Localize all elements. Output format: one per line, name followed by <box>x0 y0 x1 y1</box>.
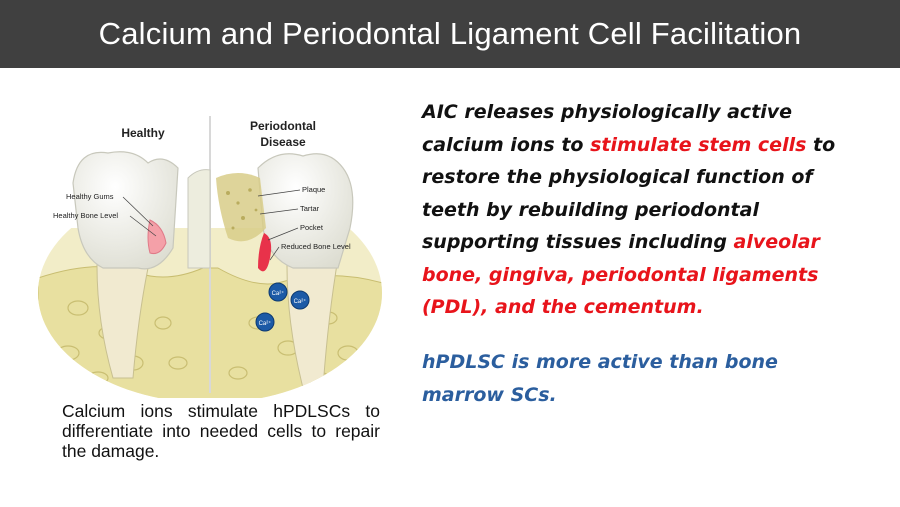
tartar-dots <box>226 188 258 230</box>
label-pocket: Pocket <box>300 223 324 232</box>
calcium-ion-3 <box>255 312 275 332</box>
main-text-part2: to restore the physiological function of… <box>422 133 836 254</box>
calcium-ion-1 <box>268 282 288 302</box>
plaque-deposit <box>216 173 266 242</box>
main-text-highlight1: stimulate stem cells <box>590 133 807 156</box>
leader-pocket <box>267 227 299 241</box>
periodontal-diagram-svg: Ca²⁺ Ca²⁺ Ca²⁺ Healthy Periodontal Disea… <box>38 116 382 398</box>
leader-tartar <box>259 208 299 215</box>
label-healthy-gums: Healthy Gums <box>66 192 114 201</box>
label-disease-line1: Periodontal <box>250 119 316 133</box>
tooth-diseased <box>257 153 354 269</box>
ion-label-3: Ca²⁺ <box>259 320 272 327</box>
main-text: AIC releases physiologically active calc… <box>422 96 862 324</box>
figure-caption: Calcium ions stimulate hPDLSCs to differ… <box>62 401 380 461</box>
root-left <box>96 237 149 379</box>
healthy-gum <box>147 219 167 254</box>
ion-label-2: Ca²⁺ <box>294 298 307 305</box>
label-plaque: Plaque <box>302 185 325 194</box>
title-bar: Calcium and Periodontal Ligament Cell Fa… <box>0 0 900 68</box>
leader-healthy-gums <box>122 196 154 227</box>
label-reduced-bone-level: Reduced Bone Level <box>281 242 351 251</box>
main-text-highlight2: alveolar bone, gingiva, periodontal liga… <box>422 231 820 318</box>
calcium-ions: Ca²⁺ Ca²⁺ Ca²⁺ <box>255 282 310 332</box>
leader-healthy-bone-level <box>129 215 157 237</box>
label-disease-line2: Disease <box>260 135 306 149</box>
leader-reduced-bone-level <box>269 246 280 261</box>
tooth-middle <box>187 169 211 269</box>
note-text: hPDLSC is more active than bone marrow S… <box>422 351 778 406</box>
label-tartar: Tartar <box>300 204 320 213</box>
periodontal-diagram: Ca²⁺ Ca²⁺ Ca²⁺ Healthy Periodontal Disea… <box>38 108 383 398</box>
main-text-part1: AIC releases physiologically active calc… <box>422 101 793 156</box>
ion-label-1: Ca²⁺ <box>272 290 285 297</box>
leader-plaque <box>257 189 301 197</box>
calcium-ion-2 <box>290 290 310 310</box>
gum-pocket <box>258 233 272 272</box>
label-healthy-bone-level: Healthy Bone Level <box>53 211 118 220</box>
label-healthy: Healthy <box>121 126 165 140</box>
slide-title: Calcium and Periodontal Ligament Cell Fa… <box>98 16 802 51</box>
